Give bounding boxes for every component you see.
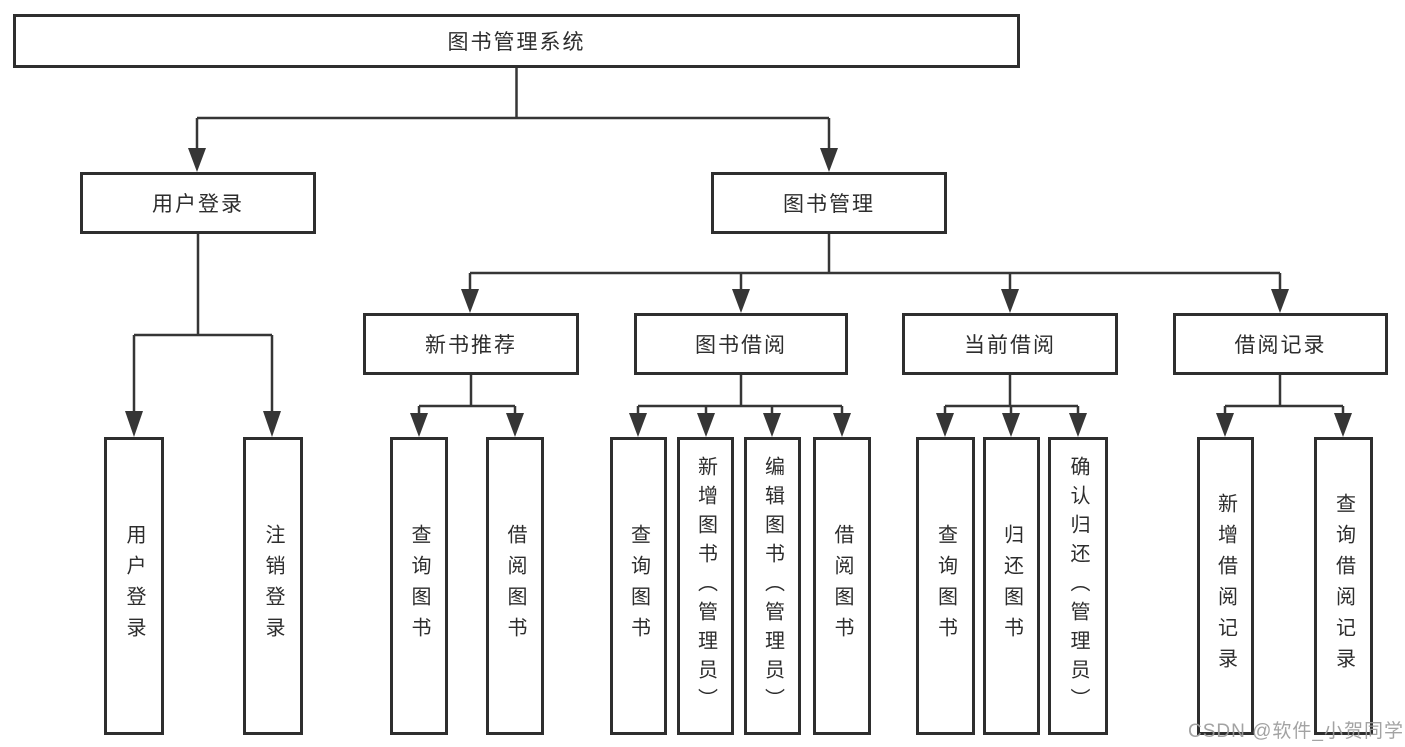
leaf-borrow-books-2: 借阅图书 xyxy=(813,437,871,735)
leaf-add-borrow-record: 新增借阅记录 xyxy=(1197,437,1254,735)
arrowhead-icons xyxy=(125,148,1352,437)
leaf-user-login: 用户登录 xyxy=(104,437,164,735)
leaf-query-books-2: 查询图书 xyxy=(610,437,667,735)
leaf-query-books-3: 查询图书 xyxy=(916,437,975,735)
leaf-confirm-return-admin: 确认归还（管理员） xyxy=(1048,437,1108,735)
csdn-watermark: CSDN @软件_小贺同学 xyxy=(1188,721,1404,742)
leaf-query-books-1: 查询图书 xyxy=(390,437,448,735)
node-book-borrowing: 图书借阅 xyxy=(634,313,848,375)
leaf-query-borrow-record: 查询借阅记录 xyxy=(1314,437,1373,735)
node-current-borrowing: 当前借阅 xyxy=(902,313,1118,375)
node-user-login: 用户登录 xyxy=(80,172,316,234)
leaf-add-book-admin: 新增图书（管理员） xyxy=(677,437,734,735)
node-library-management-system: 图书管理系统 xyxy=(13,14,1020,68)
leaf-logout: 注销登录 xyxy=(243,437,303,735)
node-borrowing-records: 借阅记录 xyxy=(1173,313,1388,375)
leaf-return-book: 归还图书 xyxy=(983,437,1040,735)
node-book-management: 图书管理 xyxy=(711,172,947,234)
leaf-borrow-books-1: 借阅图书 xyxy=(486,437,544,735)
node-new-book-recommendation: 新书推荐 xyxy=(363,313,579,375)
leaf-edit-book-admin: 编辑图书（管理员） xyxy=(744,437,801,735)
